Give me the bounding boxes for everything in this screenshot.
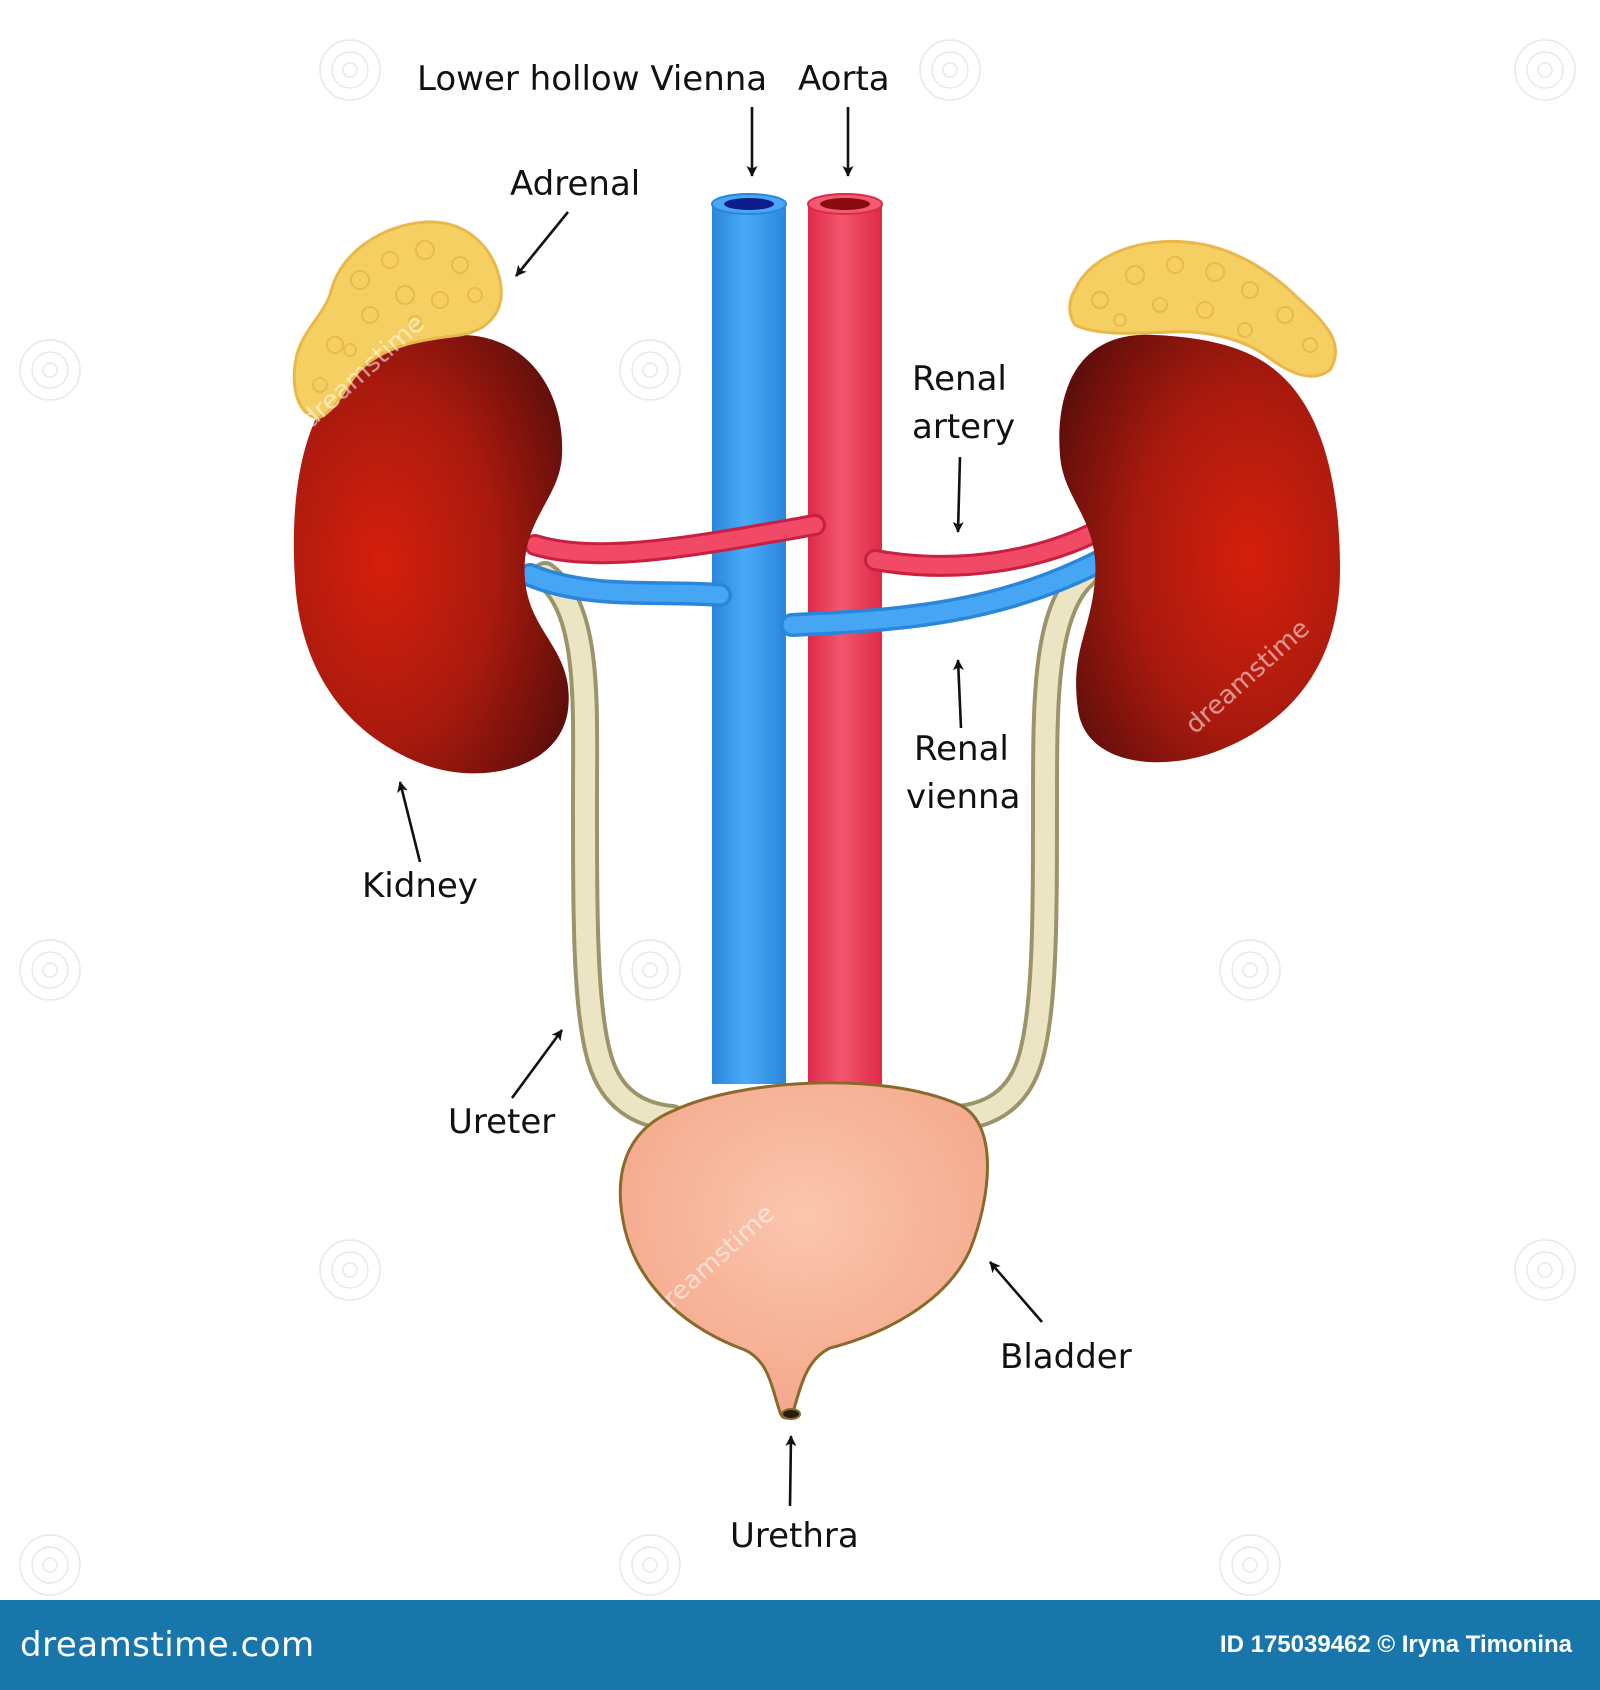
arrow-kidney bbox=[397, 781, 422, 863]
arrow-ureter bbox=[510, 1029, 564, 1099]
inferior-vena-cava bbox=[711, 193, 787, 1084]
label-renal-vienna-line1: Renal bbox=[914, 729, 1009, 769]
label-kidney: Kidney bbox=[362, 866, 478, 906]
ureters bbox=[531, 561, 1099, 1132]
label-lower-hollow-vienna: Lower hollow Vienna bbox=[417, 59, 767, 99]
label-renal-artery-line1: Renal bbox=[912, 359, 1007, 399]
footer-logo: dreamstime.com bbox=[20, 1625, 315, 1665]
right-ureter bbox=[944, 561, 1099, 1132]
bladder-organ bbox=[618, 1081, 989, 1420]
arrow-renal-artery bbox=[952, 456, 964, 533]
footer-bar: dreamstime.com ID 175039462 © Iryna Timo… bbox=[0, 1600, 1600, 1690]
arrow-bladder bbox=[989, 1261, 1043, 1323]
label-renal-vienna-line2: vienna bbox=[906, 777, 1020, 817]
label-bladder: Bladder bbox=[1000, 1337, 1132, 1377]
renal-veins bbox=[518, 543, 1124, 637]
right-adrenal-gland bbox=[1068, 239, 1337, 378]
right-kidney bbox=[1059, 334, 1340, 763]
arrow-adrenal bbox=[514, 211, 570, 277]
renal-arteries bbox=[524, 514, 1111, 577]
urethra-opening bbox=[781, 1408, 801, 1420]
footer-image-id: ID 175039462 © Iryna Timonina bbox=[1219, 1631, 1572, 1658]
label-adrenal: Adrenal bbox=[510, 164, 640, 204]
urinary-system-diagram: dreamstime dreamstime dreamstime Lower h… bbox=[19, 39, 1576, 1596]
aorta-vessel bbox=[807, 193, 883, 1084]
label-renal-artery-line2: artery bbox=[912, 407, 1015, 447]
label-urethra: Urethra bbox=[730, 1516, 859, 1556]
left-adrenal-gland bbox=[292, 220, 503, 420]
label-arrows bbox=[397, 107, 1043, 1507]
label-ureter: Ureter bbox=[448, 1102, 555, 1142]
watermark-pattern bbox=[19, 39, 1576, 1596]
label-aorta: Aorta bbox=[798, 59, 890, 99]
arrow-urethra bbox=[785, 1435, 797, 1507]
arrow-renal-vienna bbox=[952, 659, 964, 729]
left-ureter bbox=[531, 561, 686, 1132]
labels: Lower hollow Vienna Aorta Adrenal Renal … bbox=[362, 59, 1132, 1556]
left-kidney bbox=[293, 334, 569, 774]
